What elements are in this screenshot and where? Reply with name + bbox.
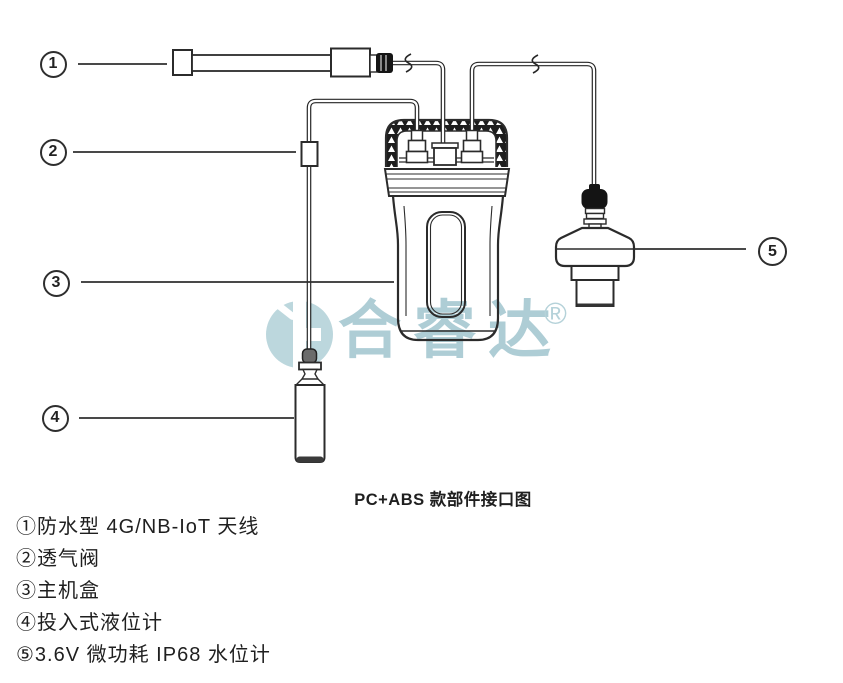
registered-trademark-icon: ® — [544, 296, 567, 331]
legend-item-2: ②透气阀 — [16, 548, 100, 570]
antenna-connector — [376, 53, 393, 73]
enclosure-rim-hatch — [386, 120, 507, 167]
center-terminal-block — [431, 142, 459, 166]
enclosure-cap — [383, 168, 511, 197]
callout-3: 3 — [42, 269, 70, 297]
legend-item-3: ③主机盒 — [16, 580, 100, 602]
legend-item-4: ④投入式液位计 — [16, 612, 163, 634]
submersible-level-sensor — [294, 348, 326, 463]
cables — [306, 53, 597, 350]
callout-5: 5 — [758, 237, 787, 266]
callout-4: 4 — [41, 404, 69, 432]
pointer-lines — [73, 63, 746, 419]
vent-valve — [300, 141, 319, 167]
legend-item-5: ⑤3.6V 微功耗 IP68 水位计 — [16, 644, 271, 666]
cable-break-icon — [531, 54, 540, 74]
antenna-cable — [392, 53, 446, 146]
legend: ①防水型 4G/NB-IoT 天线 ②透气阀 ③主机盒 ④投入式液位计 ⑤3.6… — [16, 511, 271, 671]
water-level-sensor — [554, 184, 636, 307]
sensor-housing — [554, 226, 636, 268]
enclosure-connectors — [405, 129, 484, 166]
radar-sensor-cable — [469, 54, 597, 191]
callout-1: 1 — [39, 50, 67, 78]
vent-valve-cable — [306, 98, 420, 350]
legend-item-1: ①防水型 4G/NB-IoT 天线 — [16, 516, 260, 538]
callout-2: 2 — [39, 138, 67, 166]
enclosure-window — [426, 211, 466, 318]
antenna — [172, 47, 393, 78]
figure-caption: PC+ABS 款部件接口图 — [354, 491, 532, 509]
right-cable-gland — [460, 129, 484, 164]
left-cable-gland — [405, 129, 429, 164]
enclosure-body — [391, 195, 505, 342]
cable-break-icon — [404, 53, 413, 73]
sensor-cable-gland — [581, 189, 608, 209]
